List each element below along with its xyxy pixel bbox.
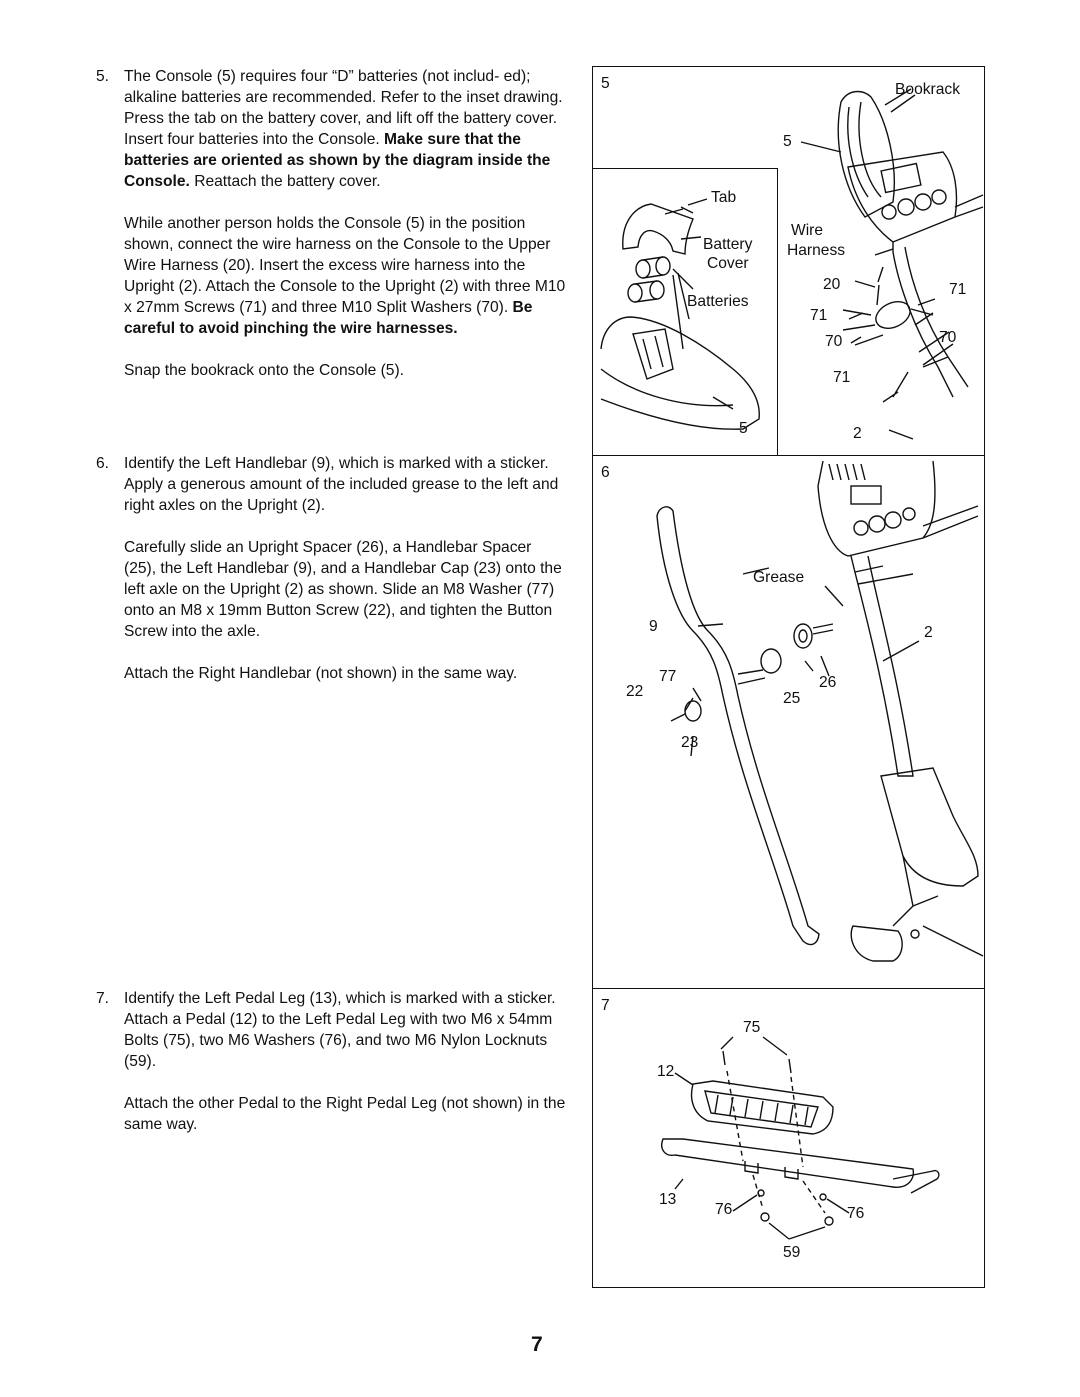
label-77: 77 <box>659 668 677 685</box>
pedal-assembly-drawing <box>661 1036 940 1240</box>
step-number: 7. <box>96 990 110 1007</box>
label-71-right: 71 <box>949 281 967 298</box>
label-batteries: Batteries <box>687 293 749 310</box>
label-75: 75 <box>743 1019 761 1036</box>
label-70-right: 70 <box>939 329 957 346</box>
label-tab: Tab <box>711 189 737 206</box>
battery-cover-drawing <box>600 198 760 430</box>
label-bookrack: Bookrack <box>895 81 961 98</box>
label-5: 5 <box>783 133 792 150</box>
text: While another person holds the Console (… <box>124 215 566 316</box>
console-assembly-drawing <box>800 88 984 440</box>
step-6-paragraph-2: Carefully slide an Upright Spacer (26), … <box>124 539 562 640</box>
pedal-12 <box>690 1080 834 1135</box>
bookrack-drawing <box>837 90 895 218</box>
left-handlebar <box>656 506 820 946</box>
step-6-paragraph-3: Attach the Right Handlebar (not shown) i… <box>124 665 518 682</box>
step-number: 5. <box>96 68 110 85</box>
label-59: 59 <box>783 1244 801 1261</box>
label-2: 2 <box>924 624 933 641</box>
label-battery: Battery <box>703 236 753 253</box>
figure-number: 6 <box>601 464 610 481</box>
step-number: 6. <box>96 455 110 472</box>
label-22: 22 <box>626 683 644 700</box>
step-7-paragraph-2: Attach the other Pedal to the Right Peda… <box>124 1095 566 1133</box>
label-70-left: 70 <box>825 333 843 350</box>
step-7: 7. Identify the Left Pedal Leg (13), whi… <box>96 988 566 1135</box>
step-6: 6. Identify the Left Handlebar (9), whic… <box>96 453 566 684</box>
step-5: 5. The Console (5) requires four “D” bat… <box>96 66 566 381</box>
label-76-left: 76 <box>715 1201 733 1218</box>
step-6-paragraph-1: Identify the Left Handlebar (9), which i… <box>124 455 559 514</box>
bold-text: Be careful to avoid pinching the wire ha… <box>124 299 533 337</box>
console-drawing <box>847 151 958 243</box>
label-76-right: 76 <box>847 1205 865 1222</box>
label-23: 23 <box>681 734 699 751</box>
label-harness: Harness <box>787 242 846 259</box>
battery-inset: Tab Battery Cover Batteries 5 <box>592 168 778 456</box>
label-wire: Wire <box>791 222 824 239</box>
label-26: 26 <box>819 674 837 691</box>
label-2: 2 <box>853 425 862 442</box>
step-7-paragraph-1: Identify the Left Pedal Leg (13), which … <box>124 990 556 1070</box>
step-5-paragraph-2: While another person holds the Console (… <box>124 213 566 339</box>
label-71-left: 71 <box>810 307 828 324</box>
label-20: 20 <box>823 276 841 293</box>
upright-tube <box>850 555 914 777</box>
text: Reattach the battery cover. <box>189 173 381 190</box>
pedal-leg-13 <box>661 1138 915 1188</box>
step-5-paragraph-3: Snap the bookrack onto the Console (5). <box>124 362 404 379</box>
upright-drawing <box>892 242 969 398</box>
label-grease: Grease <box>753 569 805 586</box>
page-number: 7 <box>531 1333 543 1356</box>
figure-6: 6 Grease 9 2 77 26 22 25 23 <box>592 455 985 989</box>
text: The Console (5) requires four “D” batter… <box>124 68 563 148</box>
bold-text: Make sure that the batteries are oriente… <box>124 131 551 190</box>
figure-number: 7 <box>601 997 610 1014</box>
label-71-bottom: 71 <box>833 369 851 386</box>
figure-7: 7 75 12 13 76 76 59 <box>592 988 985 1288</box>
figure-number: 5 <box>601 75 610 92</box>
label-9: 9 <box>649 618 658 635</box>
label-5-inset: 5 <box>739 420 748 437</box>
handlebar-assembly-drawing <box>656 460 984 962</box>
label-25: 25 <box>783 690 801 707</box>
label-13: 13 <box>659 1191 677 1208</box>
label-12: 12 <box>657 1063 675 1080</box>
step-5-paragraph-1: The Console (5) requires four “D” batter… <box>124 66 566 192</box>
label-cover: Cover <box>707 255 749 272</box>
